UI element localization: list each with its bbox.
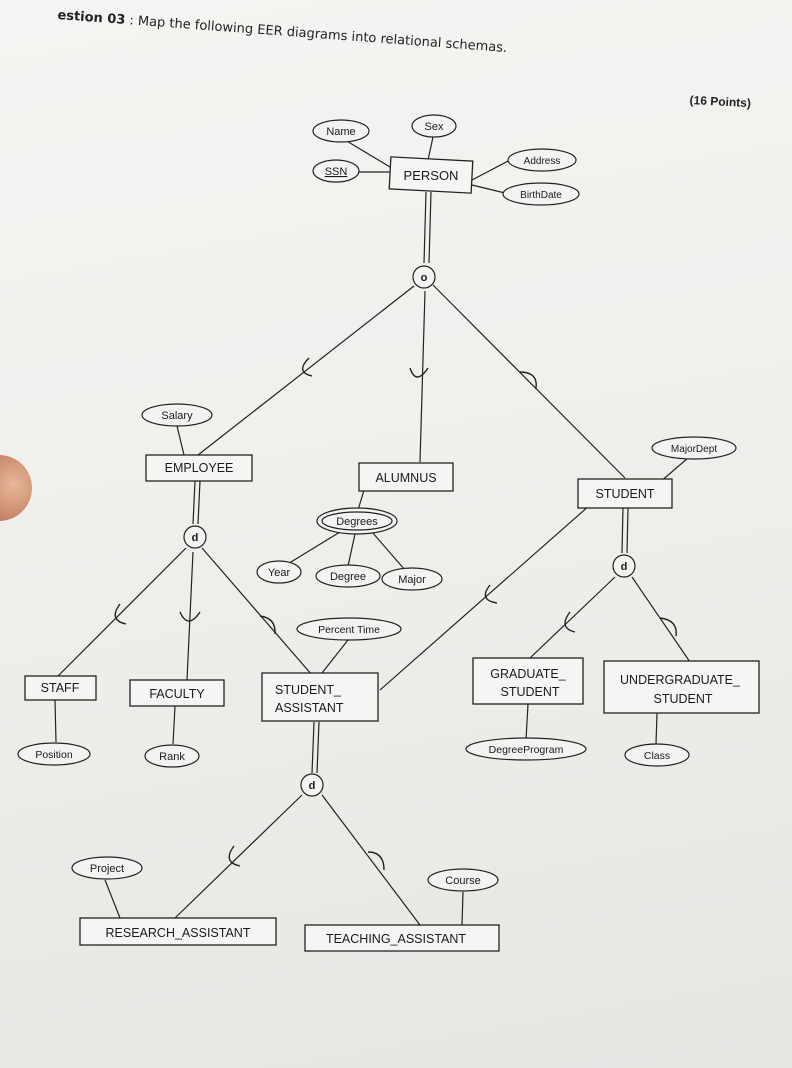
entity-label: PERSON [404,168,459,183]
subset-symbol [302,357,313,377]
attribute-ssn: SSN [312,159,360,183]
subset-symbol [228,845,241,867]
attribute-label: Project [90,863,124,875]
attribute-label: Class [644,750,670,762]
attribute-label: DegreeProgram [489,744,564,756]
entity-label-line: STUDENT [653,692,712,706]
subset-symbol [564,611,576,633]
employee-disjoint-circle: d [183,525,207,549]
attribute-label: Position [35,749,73,761]
attribute-label: Name [326,126,355,138]
specialization-label: d [621,561,628,573]
entity-undergraduate-student: UNDERGRADUATE_ STUDENT [603,660,760,714]
attribute-salary: Salary [141,403,213,427]
attribute-label: Salary [161,410,193,422]
attribute-name: Name [312,119,370,143]
attribute-year: Year [256,560,302,584]
student-assistant-disjoint-circle: d [300,773,324,797]
entity-staff: STAFF [24,675,97,701]
entity-label: STAFF [41,681,80,695]
attribute-course: Course [427,868,499,892]
subset-symbols [114,357,677,871]
entity-employee: EMPLOYEE [145,454,253,482]
specialization-label: o [421,272,428,284]
connector-lines [54,136,691,926]
entity-label-line: STUDENT_ [275,683,342,697]
attribute-label: Degree [330,571,366,583]
attribute-percent-time: Percent Time [296,617,402,641]
attribute-position: Position [17,742,91,766]
subset-symbol [519,371,537,389]
subset-symbol [484,584,498,604]
entity-research-assistant: RESEARCH_ASSISTANT [79,917,277,946]
subset-symbol [179,611,201,622]
entity-teaching-assistant: TEACHING_ASSISTANT [304,924,500,952]
specialization-label: d [192,532,199,544]
attribute-label: Major [398,574,426,586]
entity-label-line: UNDERGRADUATE_ [620,673,741,687]
entity-student: STUDENT [577,478,673,509]
specialization-circles: o d d d [183,265,636,797]
entity-label: STUDENT [595,487,654,501]
attribute-major: Major [381,567,443,591]
entity-label-line: STUDENT [500,685,559,699]
attribute-label: MajorDept [671,444,717,455]
attribute-label: Address [524,156,561,167]
entity-boxes: PERSON EMPLOYEE ALUMNUS STUDENT STAFF FA… [24,156,760,952]
attribute-ovals: Name Sex SSN Address BirthDate Salary Ma… [17,114,737,892]
attribute-class: Class [624,743,690,767]
attribute-label: Sex [425,121,444,133]
attribute-label: Year [268,567,291,579]
entity-label: EMPLOYEE [165,461,234,475]
attribute-label: BirthDate [520,190,562,201]
attribute-project: Project [71,856,143,880]
subset-symbol [259,615,276,635]
attribute-label: Rank [159,751,185,763]
attribute-degrees: Degrees [316,507,398,535]
entity-label: ALUMNUS [375,471,436,485]
entity-student-assistant: STUDENT_ ASSISTANT [261,672,379,722]
attribute-majordept: MajorDept [651,436,737,460]
person-overlap-circle: o [412,265,436,289]
attribute-label: Degrees [336,516,378,528]
entity-label-line: GRADUATE_ [490,667,567,681]
subset-symbol [409,367,429,378]
attribute-sex: Sex [411,114,457,138]
attribute-address: Address [507,148,577,172]
attribute-label: Percent Time [318,624,380,636]
student-disjoint-circle: d [612,554,636,578]
attribute-degree-program: DegreeProgram [465,737,587,761]
attribute-label: Course [445,875,480,887]
attribute-degree: Degree [315,564,381,588]
attribute-birthdate: BirthDate [502,182,580,206]
entity-label: RESEARCH_ASSISTANT [106,926,251,940]
entity-graduate-student: GRADUATE_ STUDENT [472,657,584,705]
entity-person: PERSON [388,156,474,194]
attribute-rank: Rank [144,744,200,768]
subset-symbol [659,617,677,637]
specialization-label: d [309,780,316,792]
entity-alumnus: ALUMNUS [358,462,454,492]
entity-label: FACULTY [149,687,205,701]
entity-label: TEACHING_ASSISTANT [326,932,466,946]
subset-symbol [367,851,385,871]
subset-symbol [114,603,127,625]
entity-faculty: FACULTY [129,679,225,707]
attribute-label: SSN [325,166,348,178]
entity-label-line: ASSISTANT [275,701,344,715]
